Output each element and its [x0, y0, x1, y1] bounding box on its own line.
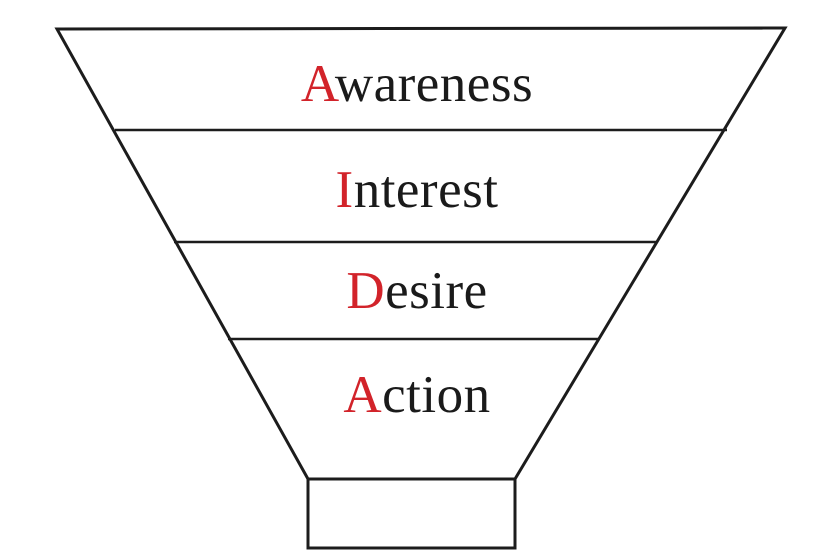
stage-name-rest: wareness — [334, 55, 534, 113]
funnel-stage-action: Action — [0, 363, 837, 427]
stage-name-rest: nterest — [353, 161, 499, 219]
stage-initial: I — [335, 161, 354, 219]
stage-initial: A — [343, 366, 383, 424]
stage-name-rest: ction — [382, 366, 491, 424]
stage-initial: D — [346, 262, 386, 320]
funnel-stage-awareness: Awareness — [0, 52, 837, 116]
funnel-stage-interest: Interest — [0, 158, 837, 222]
funnel-spout — [306, 477, 517, 550]
stage-name-rest: esire — [385, 262, 488, 320]
stage-initial: A — [300, 55, 335, 113]
funnel-stage-desire: Desire — [0, 259, 837, 323]
